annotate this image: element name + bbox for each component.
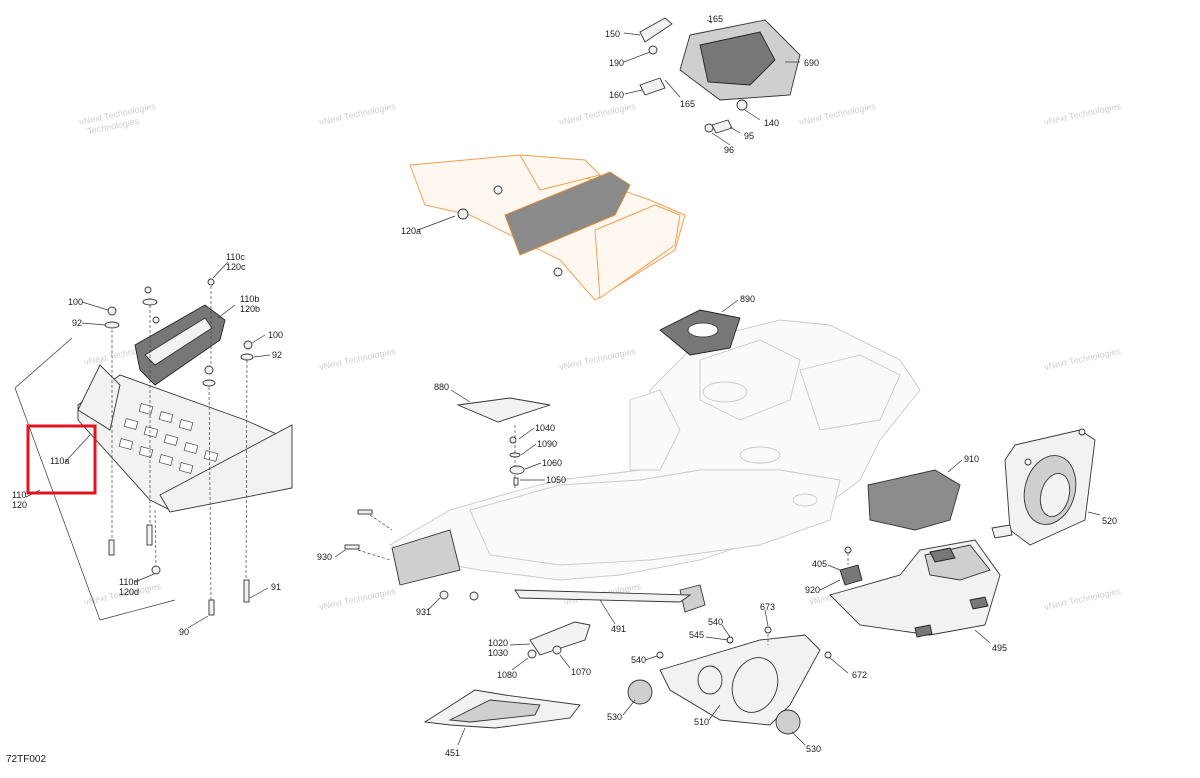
mat-910: 910 bbox=[867, 454, 979, 531]
label-1030: 1030 bbox=[488, 648, 508, 658]
label-120d: 120d bbox=[119, 587, 139, 597]
watermark: vNext Technologies bbox=[318, 586, 397, 612]
watermark: vNext Technologies bbox=[318, 346, 397, 372]
diagram-code: 72TF002 bbox=[6, 754, 47, 765]
label-92: 92 bbox=[72, 318, 82, 328]
label-530: 530 bbox=[607, 712, 622, 722]
label-90: 90 bbox=[179, 627, 189, 637]
label-690: 690 bbox=[804, 58, 819, 68]
label-405: 405 bbox=[812, 559, 827, 569]
label-1020: 1020 bbox=[488, 638, 508, 648]
label-1080: 1080 bbox=[497, 670, 517, 680]
label-91: 91 bbox=[271, 582, 281, 592]
label-110a: 110a bbox=[50, 456, 69, 466]
highlight-box-110a bbox=[26, 424, 97, 495]
label-110b: 110b bbox=[240, 294, 259, 304]
label-920: 920 bbox=[805, 585, 820, 595]
label-140: 140 bbox=[764, 118, 779, 128]
label-110d: 110d bbox=[119, 577, 138, 587]
label-160: 160 bbox=[609, 90, 624, 100]
label-890: 890 bbox=[740, 294, 755, 304]
seat-pad-890: 890 bbox=[659, 294, 755, 356]
lower-trim-451: 451 bbox=[423, 689, 581, 758]
label-1060: 1060 bbox=[542, 458, 562, 468]
label-95: 95 bbox=[744, 131, 754, 141]
screws-930-931: 930 931 bbox=[317, 509, 479, 617]
label-110: 110 bbox=[12, 490, 26, 500]
label-530-b: 530 bbox=[806, 744, 821, 754]
label-1070: 1070 bbox=[571, 667, 591, 677]
label-495: 495 bbox=[992, 643, 1007, 653]
label-673: 673 bbox=[760, 602, 775, 612]
label-545: 545 bbox=[689, 630, 704, 640]
label-120a: 120a bbox=[401, 226, 421, 236]
label-92-b: 92 bbox=[272, 350, 282, 360]
label-165-b: 165 bbox=[680, 99, 695, 109]
label-540-b: 540 bbox=[631, 655, 646, 665]
label-100: 100 bbox=[68, 297, 83, 307]
watermark: vNext Technologies bbox=[558, 101, 637, 127]
label-931: 931 bbox=[416, 607, 431, 617]
label-110c: 110c bbox=[226, 252, 245, 262]
label-1050: 1050 bbox=[546, 475, 566, 485]
label-120: 120 bbox=[12, 500, 27, 510]
side-panel-520: 520 bbox=[991, 428, 1117, 546]
watermark: vNext Technologies bbox=[558, 346, 637, 372]
label-910: 910 bbox=[964, 454, 979, 464]
mesh-cutouts bbox=[118, 403, 219, 474]
label-540: 540 bbox=[708, 617, 723, 627]
left-footrest-assembly: 100 92 110c 120c 110b 120b 100 92 110a 1… bbox=[12, 252, 293, 637]
footrest-assembly-120a: 120a bbox=[401, 154, 686, 301]
watermark: vNext Technologies bbox=[1043, 586, 1122, 612]
label-120b: 120b bbox=[240, 304, 260, 314]
label-190: 190 bbox=[609, 58, 624, 68]
label-165: 165 bbox=[708, 14, 723, 24]
label-880: 880 bbox=[434, 382, 449, 392]
label-1040: 1040 bbox=[535, 423, 555, 433]
label-672: 672 bbox=[852, 670, 867, 680]
lid-880: 880 1040 1090 1060 1050 bbox=[434, 382, 566, 490]
label-510: 510 bbox=[694, 717, 709, 727]
label-520: 520 bbox=[1102, 516, 1117, 526]
speaker-bezel-510: 673 540 545 540 672 530 510 530 bbox=[607, 602, 867, 754]
trim-strip-491: 491 bbox=[599, 599, 626, 634]
console-tray-495: 495 405 920 bbox=[805, 539, 1007, 653]
watermark: vNext Technologies bbox=[1043, 346, 1122, 372]
label-451: 451 bbox=[445, 748, 460, 758]
bracket-1020: 1020 1030 1070 1080 bbox=[488, 621, 591, 680]
main-body-shell bbox=[389, 319, 921, 613]
label-150: 150 bbox=[605, 29, 620, 39]
watermark: vNext Technologies bbox=[318, 101, 397, 127]
label-120c: 120c bbox=[226, 262, 246, 272]
label-100-b: 100 bbox=[268, 330, 283, 340]
label-1090: 1090 bbox=[537, 439, 557, 449]
watermark: vNext Technologies bbox=[798, 101, 877, 127]
label-96: 96 bbox=[724, 145, 734, 155]
bracket-assembly-690: 165 150 190 690 160 165 140 95 96 bbox=[605, 14, 819, 155]
label-930: 930 bbox=[317, 552, 332, 562]
watermark: vNext Technologies bbox=[1043, 101, 1122, 127]
label-491: 491 bbox=[611, 624, 626, 634]
